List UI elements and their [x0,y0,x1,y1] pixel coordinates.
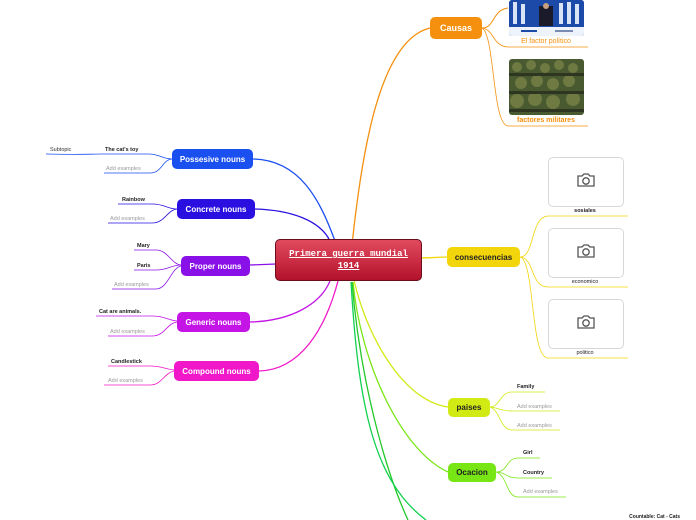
add-examples-concrete[interactable]: Add examples [110,216,145,222]
add-examples-paises-2[interactable]: Add examples [517,423,552,429]
central-topic[interactable]: Primera guerra mundial 1914 [275,239,422,281]
add-examples-possesive[interactable]: Add examples [106,166,141,172]
branch-paises[interactable]: paises [448,398,490,417]
item-rainbow[interactable]: Rainbow [122,197,145,203]
add-examples-proper[interactable]: Add examples [114,282,149,288]
branch-proper-nouns[interactable]: Proper nouns [181,256,250,276]
item-the-cats-toy[interactable]: The cat's toy [105,147,139,153]
branch-consecuencias[interactable]: consecuencias [447,247,520,267]
branch-compound-nouns[interactable]: Compound nouns [174,361,259,381]
image-placeholder-political[interactable] [548,299,624,349]
branch-generic-nouns[interactable]: Generic nouns [177,312,250,332]
subtopic-label[interactable]: Subtopic [50,147,72,153]
footer-note: Countable: Cat - Cats [629,514,680,520]
add-examples-ocacion[interactable]: Add examples [523,489,558,495]
branch-possesive-nouns[interactable]: Possesive nouns [172,149,253,169]
item-candlestick[interactable]: Candlestick [111,359,142,365]
caption-politico[interactable]: politico [576,350,594,356]
branch-ocacion[interactable]: Ocacion [448,463,496,482]
camera-icon [576,243,596,264]
camera-icon [576,314,596,335]
item-mary[interactable]: Mary [137,243,150,249]
branch-causas[interactable]: Causas [430,17,482,39]
caption-military-factors[interactable]: factores militares [517,117,575,124]
add-examples-paises-1[interactable]: Add examples [517,404,552,410]
add-examples-generic[interactable]: Add examples [110,329,145,335]
item-country[interactable]: Country [523,470,545,476]
item-paris[interactable]: Paris [137,263,151,269]
item-family[interactable]: Family [517,384,535,390]
caption-sosiales[interactable]: sosiales [574,208,596,214]
item-cat-are-animals[interactable]: Cat are animals. [99,309,142,315]
caption-political-factor[interactable]: El factor político [521,38,571,45]
image-placeholder-economic[interactable] [548,228,624,278]
item-girl[interactable]: Girl [523,450,533,456]
military-factors-image[interactable] [509,59,584,115]
caption-economico[interactable]: economico [571,279,599,285]
add-examples-compound[interactable]: Add examples [108,378,143,384]
branch-concrete-nouns[interactable]: Concrete nouns [177,199,255,219]
image-placeholder-social[interactable] [548,157,624,207]
camera-icon [576,172,596,193]
political-factor-image[interactable] [509,0,584,36]
